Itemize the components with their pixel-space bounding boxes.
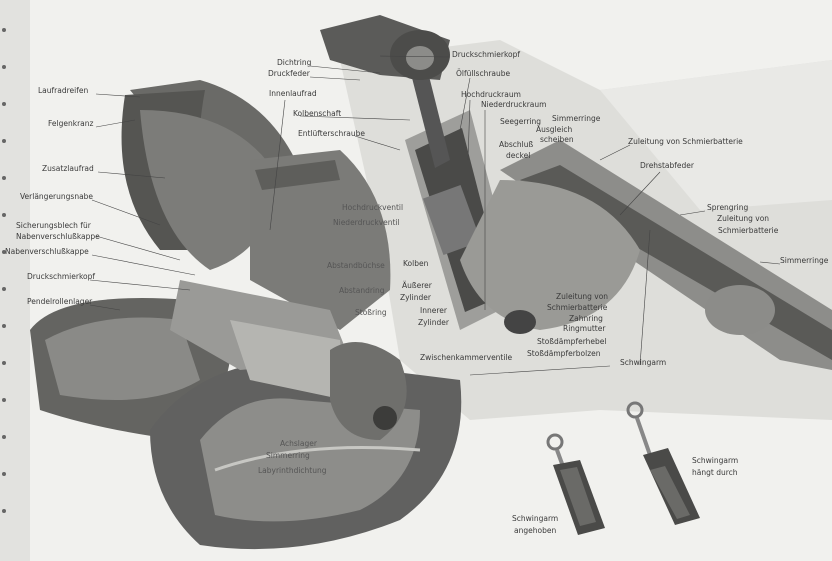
label-ausgleich-2: scheiben [540, 135, 574, 144]
label-abstandbuechse: Abstandbüchse [327, 261, 385, 270]
inner-wheel [250, 150, 391, 330]
label-pendelrollenlager: Pendelrollenlager [27, 297, 93, 306]
label-druckschmierkopf-left: Druckschmierkopf [27, 272, 96, 281]
label-haengt-1: Schwingarm [692, 456, 739, 465]
label-zwischenkammerventile: Zwischenkammerventile [420, 353, 513, 362]
shock-diagram-raised [546, 433, 605, 535]
label-kolben: Kolben [403, 259, 429, 268]
label-zuleitung-right-2: Schmierbatterie [718, 226, 779, 235]
label-ringmutter: Ringmutter [563, 324, 606, 333]
shock-diagram-sagging [626, 401, 700, 525]
label-simmerringe-top: Simmerringe [552, 114, 601, 123]
label-zuleitung-mid-2: Schmierbatterie [547, 303, 608, 312]
label-verlaengerungsnabe: Verlängerungsnabe [20, 192, 94, 201]
label-drehstabfeder: Drehstabfeder [640, 161, 694, 170]
label-hochdruckventil: Hochdruckventil [342, 203, 404, 212]
label-angehoben-1: Schwingarm [512, 514, 559, 523]
label-zahnring: Zahnring [569, 314, 603, 323]
label-nabenverschlusskappe: Nabenverschlußkappe [5, 247, 89, 256]
label-aeusserer-2: Zylinder [400, 293, 431, 302]
axle-bearing [230, 320, 345, 400]
label-ausgleich-1: Ausgleich [536, 125, 573, 134]
label-stossdaempferhebel: Stoßdämpferhebel [537, 337, 607, 346]
label-innerer-1: Innerer [420, 306, 447, 315]
label-angehoben-2: angehoben [514, 526, 557, 535]
zusatzlaufrad [140, 110, 280, 270]
label-labyrinthdichtung: Labyrinthdichtung [258, 466, 327, 475]
label-niederdruckventil: Niederdruckventil [333, 218, 400, 227]
label-schwingarm: Schwingarm [620, 358, 667, 367]
label-simmerringe-right: Simmerringe [780, 256, 829, 265]
label-zusatzlaufrad: Zusatzlaufrad [42, 164, 94, 173]
label-sprengring: Sprengring [707, 203, 749, 212]
label-seegerring: Seegerring [500, 117, 541, 126]
label-zuleitung-right-1: Zuleitung von [717, 214, 770, 223]
label-hochdruckraum: Hochdruckraum [461, 90, 521, 99]
label-haengt-2: hängt durch [692, 468, 738, 477]
label-stossring: Stoßring [355, 308, 387, 317]
label-laufradreifen: Laufradreifen [38, 86, 89, 95]
label-zuleitung-top: Zuleitung von Schmierbatterie [628, 137, 743, 146]
piston-rod [410, 60, 450, 168]
label-oelfuellschraube: Ölfüllschraube [456, 69, 511, 78]
label-stossdaempferbolzen: Stoßdämpferbolzen [527, 349, 601, 358]
label-abschluss-1: Abschluß [499, 140, 534, 149]
label-abschluss-2: deckel [506, 151, 531, 160]
label-sicherungsblech-1: Sicherungsblech für [16, 221, 91, 230]
label-aeusserer-1: Äußerer [402, 281, 432, 290]
label-niederdruckraum: Niederdruckraum [481, 100, 547, 109]
label-dichtring: Dichtring [277, 58, 312, 67]
label-abstandring: Abstandring [339, 286, 385, 295]
label-innerer-2: Zylinder [418, 318, 449, 327]
page-binding-strip [0, 0, 30, 561]
label-achslager: Achslager [280, 439, 317, 448]
label-druckfeder: Druckfeder [268, 69, 310, 78]
label-kolbenschaft: Kolbenschaft [293, 109, 342, 118]
label-zuleitung-mid-1: Zuleitung von [556, 292, 609, 301]
label-innenlaufrad: Innenlaufrad [269, 89, 317, 98]
label-entluefterschraube: Entlüfterschraube [298, 129, 366, 138]
label-druckschmierkopf-top: Druckschmierkopf [452, 50, 521, 59]
label-simmerring: Simmerring [266, 451, 310, 460]
label-sicherungsblech-2: Nabenverschlußkappe [16, 232, 100, 241]
label-felgenkranz: Felgenkranz [48, 119, 94, 128]
swing-arm-mount [460, 180, 640, 330]
binding-holes [2, 28, 6, 513]
leader-lines [89, 55, 781, 376]
